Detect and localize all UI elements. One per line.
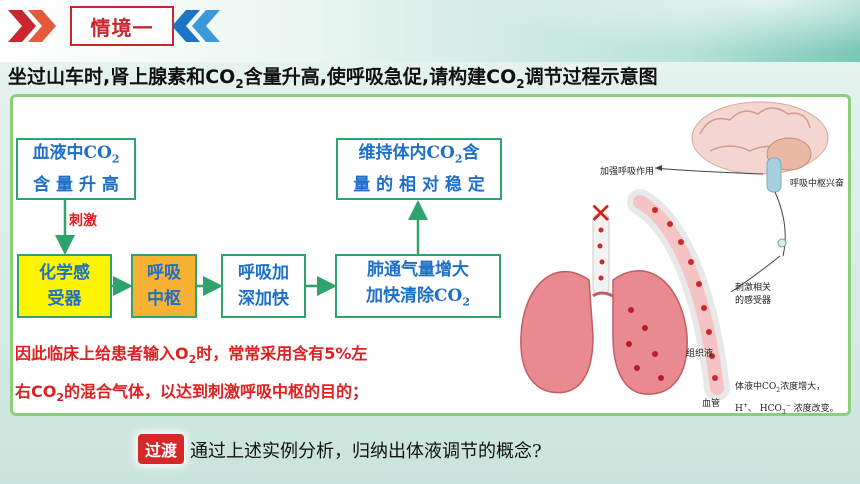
scenario-title: 情境一 [70,6,174,46]
stimulate-label: 刺激 [69,213,97,229]
clinical-note-line2: 右CO2的混合气体，以达到刺激呼吸中枢的目的； [15,382,369,405]
blocked-cross-icon: ✕ [589,197,613,230]
node-lung-ventilation: 肺通气量增大加快清除CO2 [335,254,501,318]
lungs-image [520,270,688,395]
label-center-excited: 呼吸中枢兴奋 [790,179,845,189]
banner-decoration [430,0,860,62]
transition-prompt: 通过上述实例分析，归纳出体液调节的概念? [190,441,542,462]
blood-vessel-image [627,189,730,401]
page-headline: 坐过山车时,肾上腺素和CO2含量升高,使呼吸急促,请构建CO2调节过程示意图 [8,66,658,91]
label-body-fluid-change: 体液中CO2浓度增大，H+、 HCO3− 浓度改变。 [735,382,839,416]
chevron-right-icon [8,10,56,42]
respiration-illustration [520,101,829,401]
clinical-note-line1: 因此临床上给患者输入O2时，常常采用含有5%左 [15,344,368,367]
transition-tag: 过渡 [138,434,184,464]
brain-image [691,101,829,193]
label-tissue-fluid: 组织液 [686,349,714,359]
node-deepen-breathing: 呼吸加深加快 [221,254,306,318]
node-chemoreceptor: 化学感受器 [17,254,112,318]
chevron-left-icon [172,10,220,42]
node-maintain-stability: 维持体内CO2含量 的 相 对 稳 定 [336,138,502,200]
label-stimulate-receptor: 刺激相关的感受器 [735,283,772,306]
node-respiratory-center: 呼吸中枢 [131,254,197,318]
label-enhance-breathing: 加强呼吸作用 [600,167,655,177]
label-blood-vessel: 血管 [702,399,721,409]
